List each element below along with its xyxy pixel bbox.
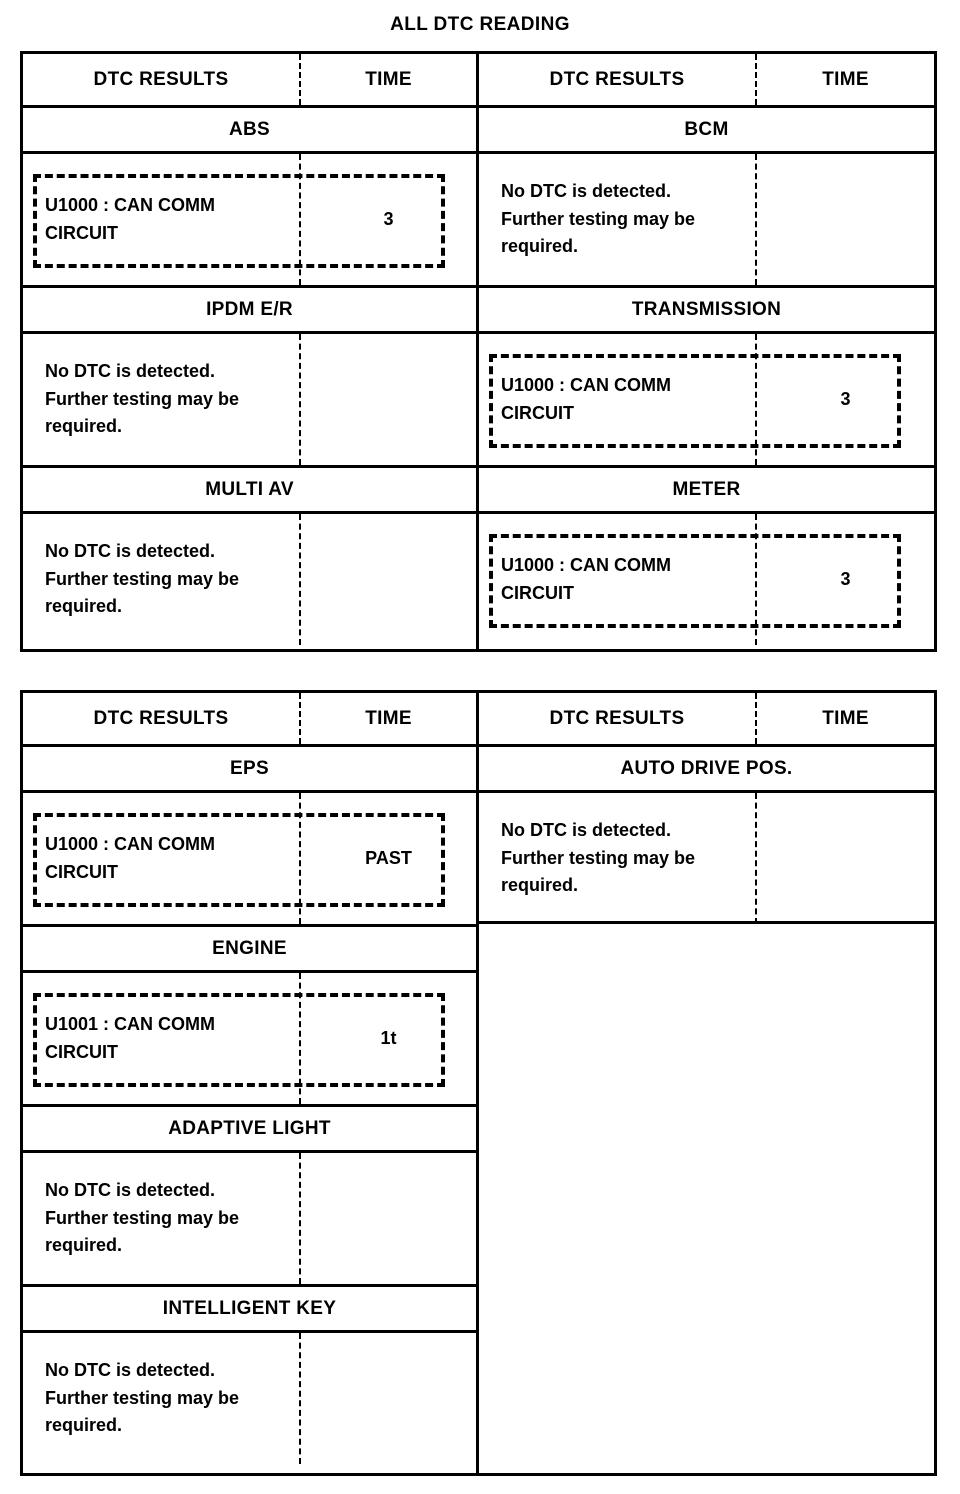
module-content-row-abs: U1000 : CAN COMM CIRCUIT 3 <box>23 151 476 285</box>
module-content-row-meter: U1000 : CAN COMM CIRCUIT 3 <box>479 511 934 645</box>
module-header-row: INTELLIGENT KEY <box>23 1284 476 1330</box>
module-content-row-intelligent-key: No DTC is detected. Further testing may … <box>23 1330 476 1464</box>
time-cell <box>301 514 476 645</box>
table-halves: DTC RESULTS TIME EPS U1000 : CAN COMM CI… <box>23 693 934 1473</box>
half-right-content: DTC RESULTS TIME AUTO DRIVE POS. No DTC … <box>479 693 934 924</box>
dtc-code-text: U1000 : CAN COMM CIRCUIT <box>45 833 216 882</box>
column-header-time: TIME <box>822 707 869 729</box>
page-title: ALL DTC READING <box>390 14 570 35</box>
time-cell <box>301 1333 476 1464</box>
no-dtc-message: No DTC is detected. Further testing may … <box>45 360 240 437</box>
dtc-results-cell: U1001 : CAN COMM CIRCUIT <box>23 973 301 1104</box>
dtc-code-text: U1000 : CAN COMM CIRCUIT <box>501 374 672 423</box>
module-header-row: EPS <box>23 744 476 790</box>
module-name-eps: EPS <box>230 757 269 779</box>
module-name-adaptive-light: ADAPTIVE LIGHT <box>168 1117 331 1139</box>
dtc-results-cell: U1000 : CAN COMM CIRCUIT <box>23 154 301 285</box>
module-content-row-eps: U1000 : CAN COMM CIRCUIT PAST <box>23 790 476 924</box>
dtc-results-cell: No DTC is detected. Further testing may … <box>23 514 301 645</box>
time-cell: PAST <box>301 793 476 924</box>
table-halves: DTC RESULTS TIME ABS U1000 : CAN COMM CI… <box>23 54 934 649</box>
module-name-bcm: BCM <box>684 118 729 140</box>
time-value: 1t <box>380 1028 397 1048</box>
module-header-row: BCM <box>479 105 934 151</box>
module-content-row-transmission: U1000 : CAN COMM CIRCUIT 3 <box>479 331 934 465</box>
column-header-dtc-results: DTC RESULTS <box>479 693 757 744</box>
dtc-code-text: U1000 : CAN COMM CIRCUIT <box>501 554 672 603</box>
no-dtc-message: No DTC is detected. Further testing may … <box>45 1359 240 1436</box>
module-header-row: IPDM E/R <box>23 285 476 331</box>
column-header-dtc-results: DTC RESULTS <box>23 693 301 744</box>
dtc-results-cell: U1000 : CAN COMM CIRCUIT <box>479 334 757 465</box>
table-half-right: DTC RESULTS TIME AUTO DRIVE POS. No DTC … <box>479 693 934 1473</box>
time-value: 3 <box>840 389 851 409</box>
dtc-results-cell: No DTC is detected. Further testing may … <box>479 154 757 285</box>
no-dtc-message: No DTC is detected. Further testing may … <box>501 180 696 257</box>
module-content-row-bcm: No DTC is detected. Further testing may … <box>479 151 934 285</box>
column-header-time: TIME <box>822 68 869 90</box>
module-name-ipdm-er: IPDM E/R <box>206 298 293 320</box>
time-cell: 3 <box>757 514 934 645</box>
dtc-code-text: U1000 : CAN COMM CIRCUIT <box>45 194 216 243</box>
no-dtc-message: No DTC is detected. Further testing may … <box>501 819 696 896</box>
dtc-results-cell: U1000 : CAN COMM CIRCUIT <box>23 793 301 924</box>
module-content-row-adaptive-light: No DTC is detected. Further testing may … <box>23 1150 476 1284</box>
dtc-results-cell: No DTC is detected. Further testing may … <box>479 793 757 924</box>
column-header-time: TIME <box>365 707 412 729</box>
dtc-results-cell: No DTC is detected. Further testing may … <box>23 1333 301 1464</box>
module-name-intelligent-key: INTELLIGENT KEY <box>162 1297 337 1319</box>
module-content-row-multi-av: No DTC is detected. Further testing may … <box>23 511 476 645</box>
module-header-row: ENGINE <box>23 924 476 970</box>
table-half-right: DTC RESULTS TIME BCM No DTC is detected.… <box>479 54 934 649</box>
table-half-left: DTC RESULTS TIME ABS U1000 : CAN COMM CI… <box>23 54 479 649</box>
module-name-transmission: TRANSMISSION <box>631 298 782 320</box>
empty-area <box>479 924 934 1473</box>
module-header-row: ADAPTIVE LIGHT <box>23 1104 476 1150</box>
module-name-engine: ENGINE <box>212 937 287 959</box>
module-name-multi-av: MULTI AV <box>205 478 294 500</box>
half-right-wrapper: DTC RESULTS TIME AUTO DRIVE POS. No DTC … <box>479 693 934 1473</box>
time-cell <box>757 793 934 924</box>
module-header-row: ABS <box>23 105 476 151</box>
time-cell <box>757 154 934 285</box>
column-header-dtc-results: DTC RESULTS <box>479 54 757 105</box>
all-dtc-table-lower: DTC RESULTS TIME EPS U1000 : CAN COMM CI… <box>20 690 937 1476</box>
column-header-row: DTC RESULTS TIME <box>479 54 934 105</box>
module-name-auto-drive-pos: AUTO DRIVE POS. <box>620 757 793 779</box>
module-header-row: MULTI AV <box>23 465 476 511</box>
time-cell: 1t <box>301 973 476 1104</box>
column-header-row: DTC RESULTS TIME <box>23 693 476 744</box>
module-name-meter: METER <box>672 478 741 500</box>
module-content-row-engine: U1001 : CAN COMM CIRCUIT 1t <box>23 970 476 1104</box>
no-dtc-message: No DTC is detected. Further testing may … <box>45 540 240 617</box>
column-header-row: DTC RESULTS TIME <box>479 693 934 744</box>
all-dtc-table-upper: DTC RESULTS TIME ABS U1000 : CAN COMM CI… <box>20 51 937 652</box>
module-content-row-auto-drive-pos: No DTC is detected. Further testing may … <box>479 790 934 924</box>
no-dtc-message: No DTC is detected. Further testing may … <box>45 1179 240 1256</box>
module-header-row: AUTO DRIVE POS. <box>479 744 934 790</box>
module-name-abs: ABS <box>228 118 270 140</box>
time-cell: 3 <box>757 334 934 465</box>
column-header-row: DTC RESULTS TIME <box>23 54 476 105</box>
table-half-left: DTC RESULTS TIME EPS U1000 : CAN COMM CI… <box>23 693 479 1473</box>
dtc-results-cell: U1000 : CAN COMM CIRCUIT <box>479 514 757 645</box>
module-header-row: TRANSMISSION <box>479 285 934 331</box>
time-cell <box>301 1153 476 1284</box>
module-header-row: METER <box>479 465 934 511</box>
time-cell <box>301 334 476 465</box>
time-value: 3 <box>383 209 394 229</box>
module-content-row-ipdm-er: No DTC is detected. Further testing may … <box>23 331 476 465</box>
time-value: PAST <box>365 848 412 868</box>
time-cell: 3 <box>301 154 476 285</box>
column-header-time: TIME <box>365 68 412 90</box>
dtc-results-cell: No DTC is detected. Further testing may … <box>23 334 301 465</box>
time-value: 3 <box>840 569 851 589</box>
column-header-dtc-results: DTC RESULTS <box>23 54 301 105</box>
dtc-code-text: U1001 : CAN COMM CIRCUIT <box>45 1013 216 1062</box>
dtc-results-cell: No DTC is detected. Further testing may … <box>23 1153 301 1284</box>
